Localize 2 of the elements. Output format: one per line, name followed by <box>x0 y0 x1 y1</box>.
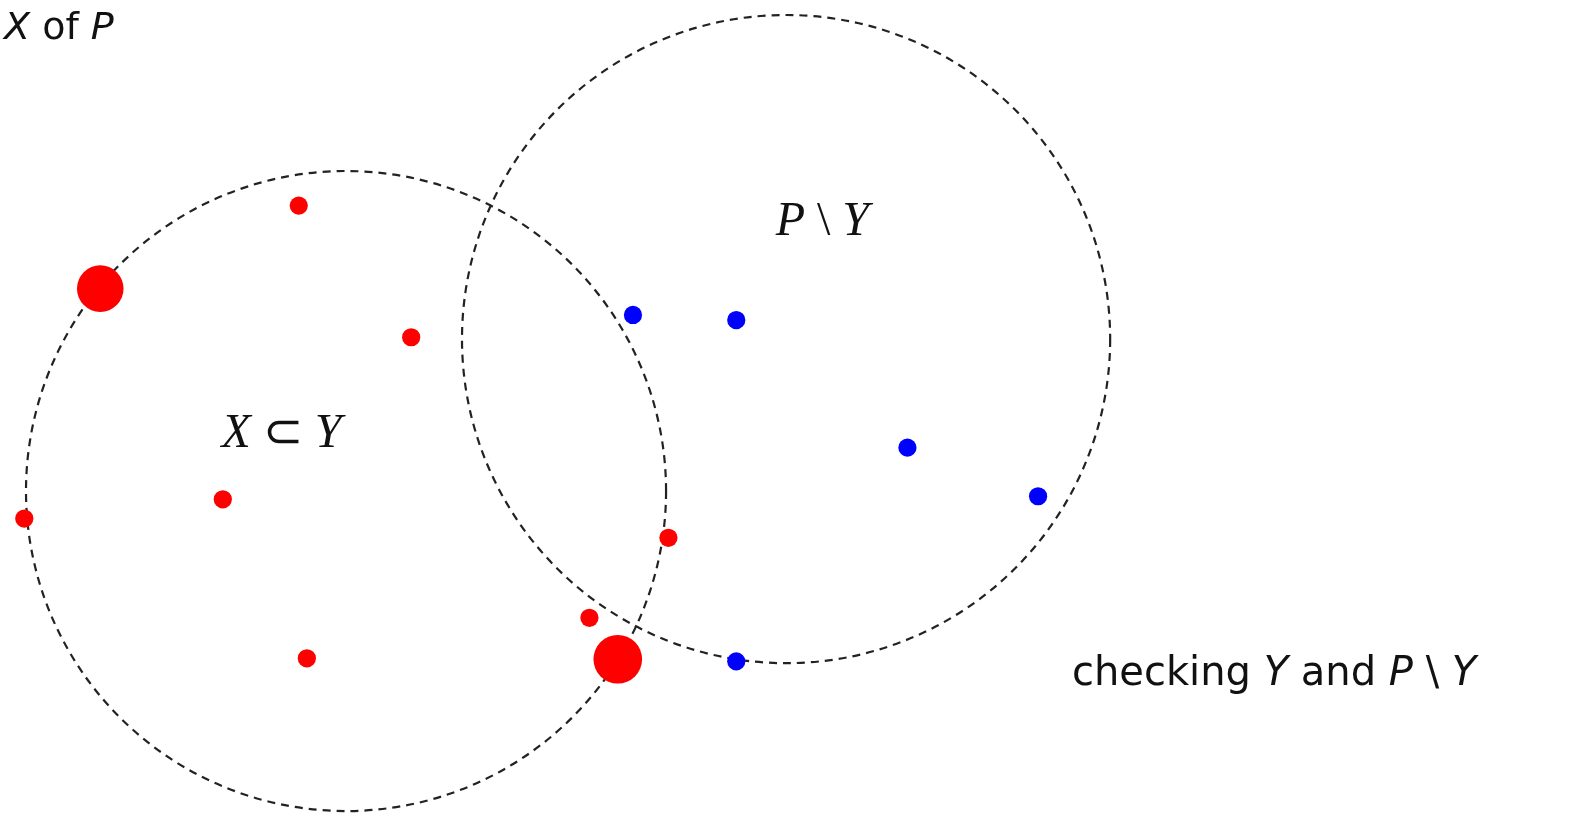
title-label: X of P <box>4 4 114 48</box>
caption-label: checking Y and P \ Y <box>1072 648 1477 694</box>
